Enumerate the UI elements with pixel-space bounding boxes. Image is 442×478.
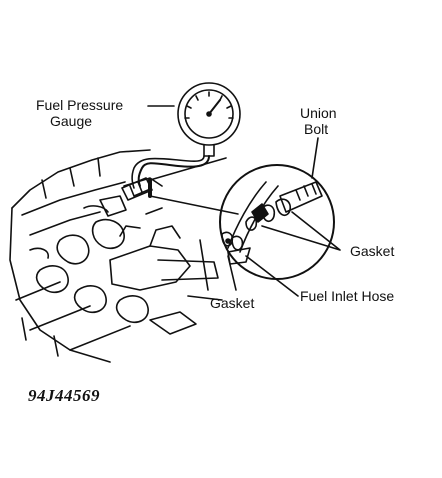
union-bolt-leader <box>311 137 319 179</box>
figure-reference-number: 94J44569 <box>28 386 100 405</box>
detail-fittings <box>221 181 323 265</box>
label-fuel-pressure-gauge-line1: Fuel Pressure <box>36 97 124 113</box>
gasket-right-leader <box>261 211 341 251</box>
callout-lines <box>149 157 239 215</box>
label-gasket-bottom: Gasket <box>210 295 255 311</box>
engine-illustration <box>9 149 223 363</box>
label-gasket-right: Gasket <box>350 243 395 259</box>
gasket-bottom-leader <box>227 255 237 291</box>
label-fuel-pressure-gauge-line2: Gauge <box>50 113 93 129</box>
fuel-inlet-hose-leader <box>245 255 299 297</box>
label-fuel-inlet-hose: Fuel Inlet Hose <box>300 288 395 304</box>
label-union-bolt-line1: Union <box>300 105 337 121</box>
hose-connector <box>121 177 153 201</box>
fuel-pressure-gauge <box>177 82 241 157</box>
label-union-bolt-line2: Bolt <box>304 121 329 137</box>
